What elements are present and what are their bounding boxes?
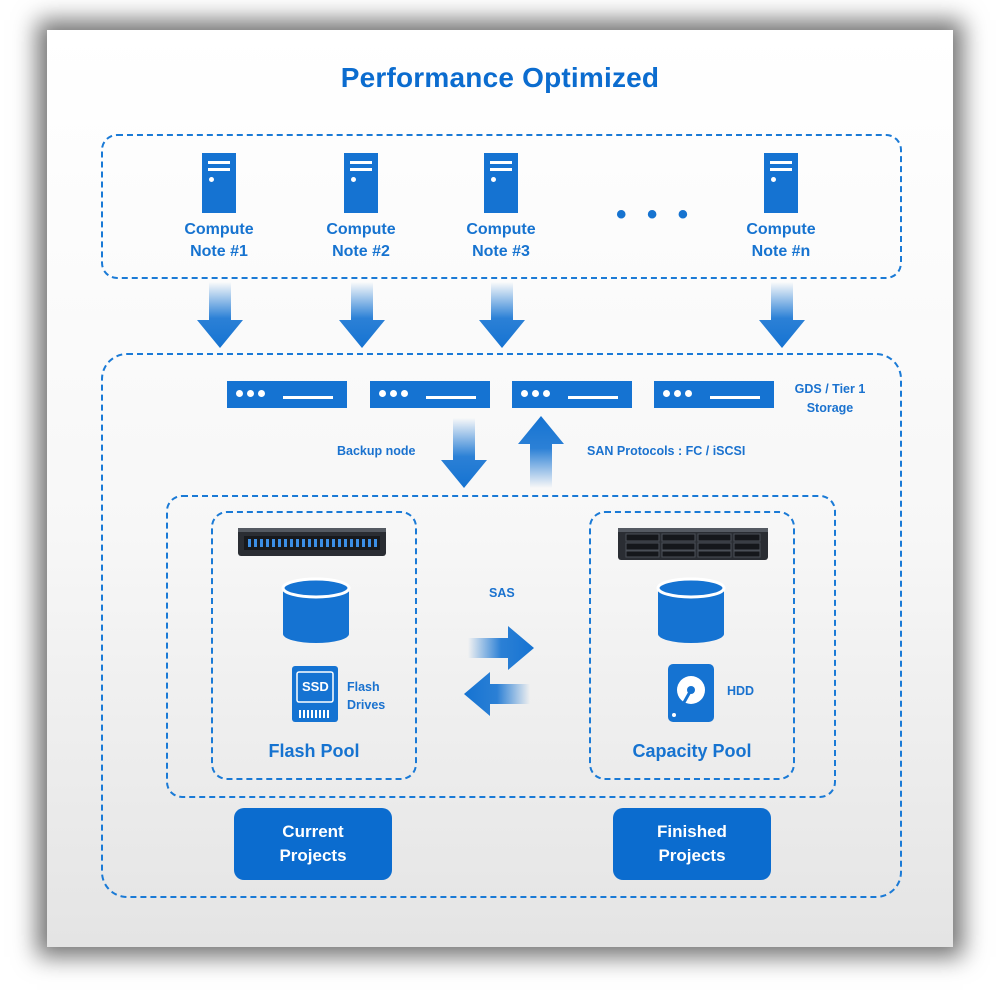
compute-node-number: Note #1 <box>190 243 248 260</box>
current-projects-line1: Current <box>282 822 344 841</box>
sas-right-arrow-icon <box>468 626 534 670</box>
current-projects-line2: Projects <box>279 846 347 865</box>
san-protocols-label: SAN Protocols : FC / iSCSI <box>587 444 746 458</box>
capacity-pool-box <box>589 511 795 780</box>
finished-projects-line2: Projects <box>658 846 726 865</box>
flash-drives-line1: Flash <box>347 680 380 694</box>
compute-node-number: Note #2 <box>332 243 390 260</box>
diagram-title: Performance Optimized <box>340 62 660 93</box>
capacity-database-icon <box>656 577 726 643</box>
storage-tier-label: GDS / Tier 1 Storage <box>790 380 870 418</box>
storage-rack-icon <box>512 381 632 408</box>
flash-database-icon <box>281 577 351 643</box>
hdd-icon <box>668 664 714 722</box>
sas-label: SAS <box>489 586 515 600</box>
ssd-icon <box>292 666 338 722</box>
compute-node-number: Note #n <box>751 243 811 260</box>
storage-tier-line1: GDS / Tier 1 <box>794 382 866 396</box>
storage-rack-icon <box>370 381 490 408</box>
compute-node-label: Compute <box>184 221 254 238</box>
down-arrow-icon <box>339 282 385 348</box>
down-arrow-icon <box>197 282 243 348</box>
finished-projects-line1: Finished <box>657 822 727 841</box>
backup-down-arrow-icon <box>441 418 487 488</box>
server-icon <box>484 153 518 213</box>
storage-tier-line2: Storage <box>806 401 854 415</box>
finished-projects-button[interactable]: Finished Projects <box>613 808 771 880</box>
current-projects-button[interactable]: Current Projects <box>234 808 392 880</box>
flash-pool-box <box>211 511 417 780</box>
compute-node-label: Compute <box>746 221 816 238</box>
down-arrow-icon <box>479 282 525 348</box>
compute-node-label: Compute <box>326 221 396 238</box>
pools-box <box>166 495 836 798</box>
san-up-arrow-icon <box>518 416 564 488</box>
backup-node-label: Backup node <box>337 444 416 458</box>
compute-cluster-box <box>101 134 902 279</box>
more-nodes-ellipsis: • • • <box>616 198 695 231</box>
compute-node-label: Compute <box>466 221 536 238</box>
capacity-pool-title: Capacity Pool <box>632 741 752 761</box>
storage-rack-icon <box>654 381 774 408</box>
compute-node-number: Note #3 <box>472 243 530 260</box>
down-arrow-icon <box>759 282 805 348</box>
server-icon <box>764 153 798 213</box>
server-icon <box>344 153 378 213</box>
storage-system-box <box>101 353 902 898</box>
flash-pool-title: Flash Pool <box>268 741 360 761</box>
storage-rack-icon <box>227 381 347 408</box>
flash-drives-line2: Drives <box>347 698 386 712</box>
flash-array-icon <box>238 528 386 556</box>
ssd-label: SSD <box>302 679 329 694</box>
capacity-array-icon <box>618 528 768 560</box>
flash-drives-label: Flash Drives <box>347 678 385 714</box>
hdd-label: HDD <box>727 684 755 698</box>
sas-left-arrow-icon <box>464 672 530 716</box>
server-icon <box>202 153 236 213</box>
